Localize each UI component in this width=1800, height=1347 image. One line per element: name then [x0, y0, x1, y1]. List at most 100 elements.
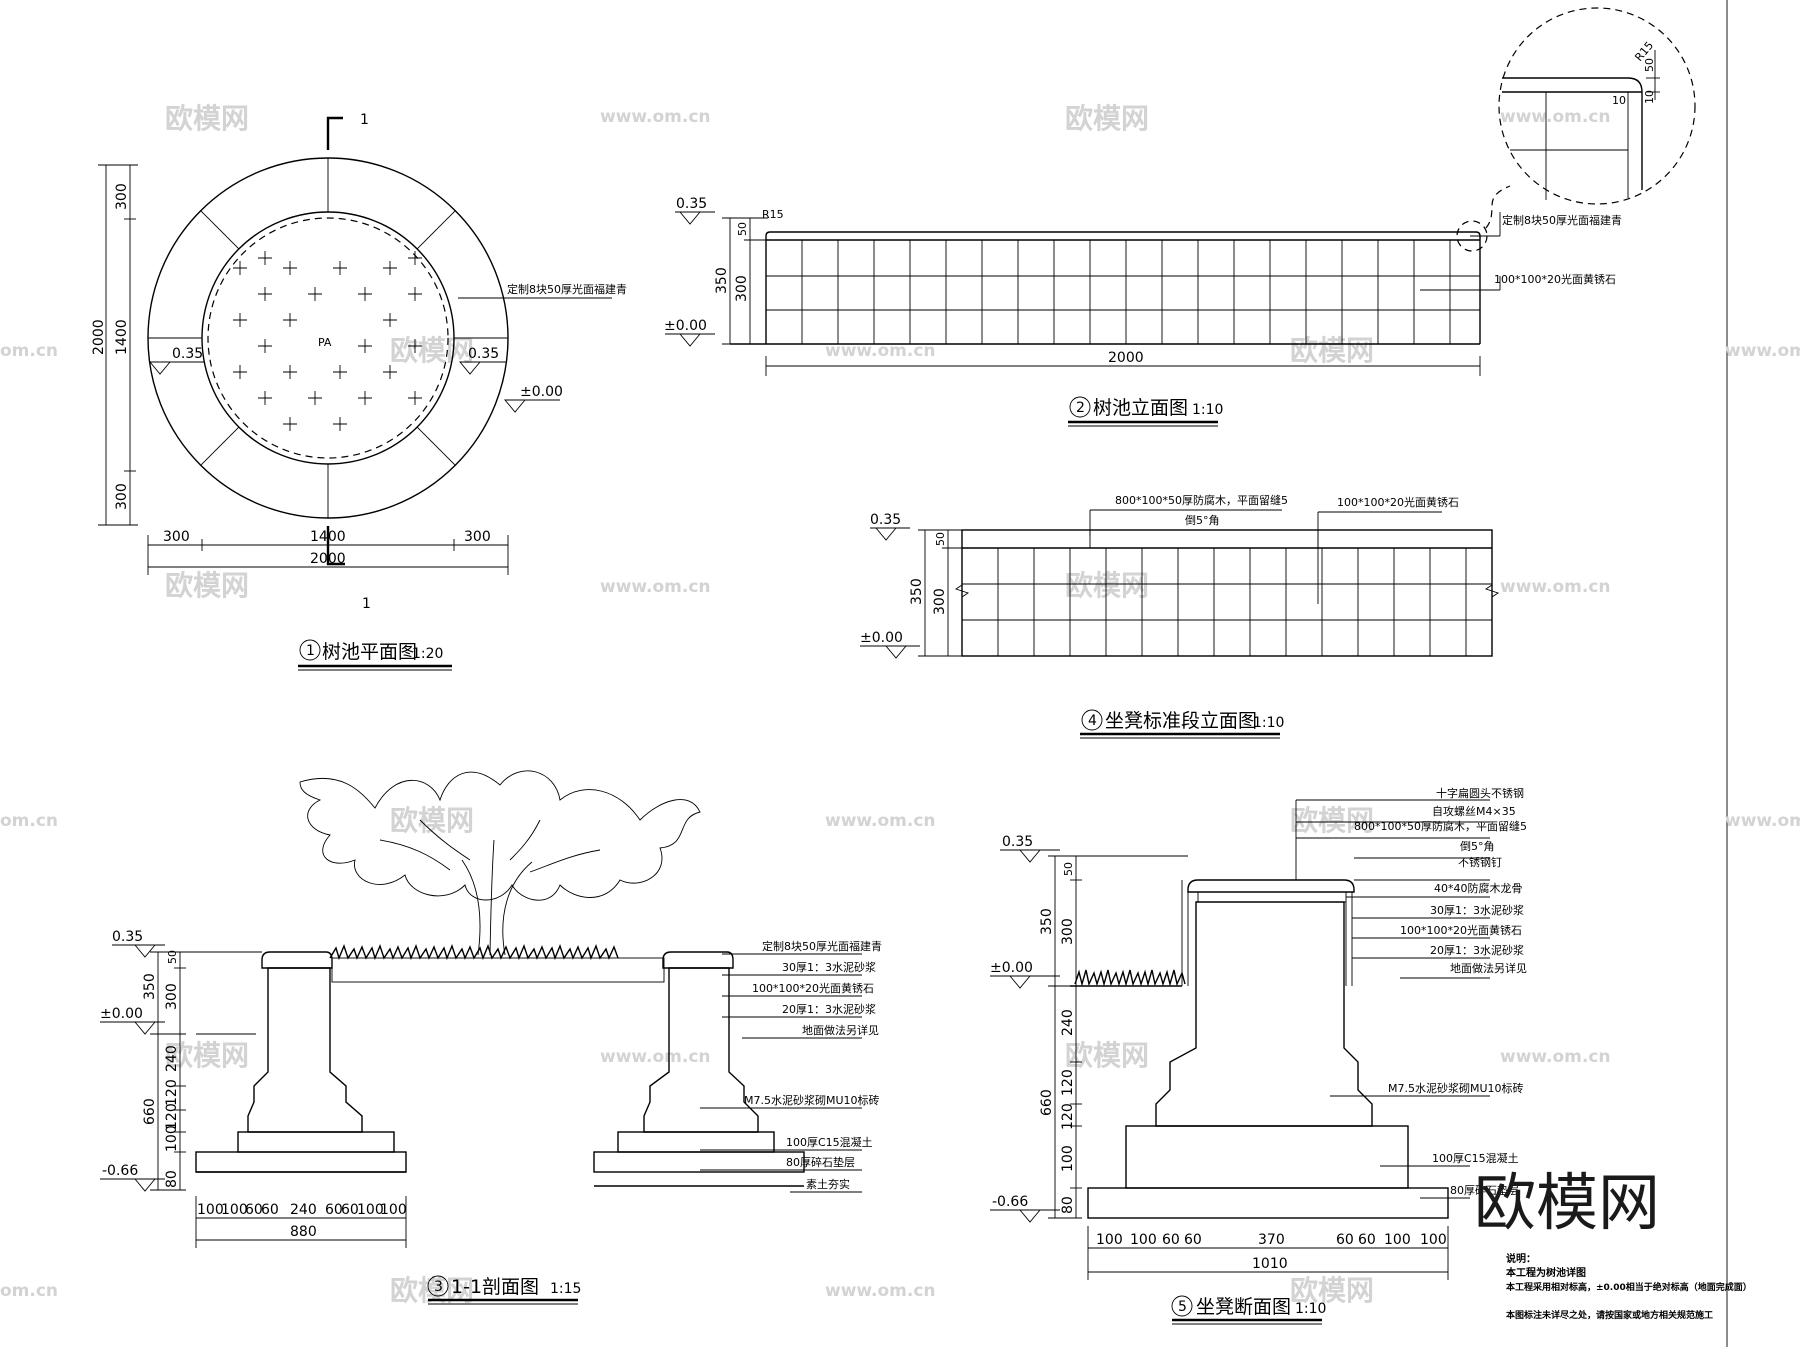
- section3-dim-h: 240: [290, 1202, 317, 1218]
- detail-dim: 50: [1643, 58, 1656, 72]
- watermark-brand: 欧模网: [390, 334, 474, 367]
- plan-dims-horizontal: [147, 535, 509, 575]
- section5-dim: 50: [1062, 862, 1075, 876]
- section3-elev-mark: [112, 944, 165, 958]
- section5-dims-horizontal: [1087, 1226, 1449, 1280]
- planting-cross: [358, 339, 372, 353]
- watermark-url: www.om.cn: [825, 341, 936, 361]
- section5-dim: 350: [1039, 908, 1055, 935]
- section5-title-scale: 1:10: [1295, 1301, 1326, 1317]
- watermark-url: www.om.cn: [600, 107, 711, 127]
- section5-dim: 120: [1060, 1103, 1076, 1130]
- plan-elev-b: 0.35: [468, 346, 499, 362]
- watermark-brand: 欧模网: [165, 102, 249, 135]
- section5-dim: 300: [1060, 918, 1076, 945]
- section5-dim-h: 60: [1162, 1232, 1180, 1248]
- plan-title-scale: 1:20: [412, 646, 443, 662]
- section5-note: 800*100*50厚防腐木，平面留缝5: [1354, 819, 1527, 833]
- section3-dim-h: 60: [245, 1202, 263, 1218]
- section3-elev-zero: ±0.00: [100, 1006, 143, 1022]
- planting-cross: [383, 261, 397, 275]
- section3-dim: 300: [164, 983, 180, 1010]
- elevation2-dim: 350: [714, 267, 730, 294]
- watermark-url: www.om.cn: [1500, 577, 1611, 597]
- section3-elev-mark: [100, 1178, 165, 1192]
- section5-elev-bottom: -0.66: [992, 1194, 1028, 1210]
- section5-note: 自攻螺丝M4×35: [1432, 804, 1516, 818]
- section3-note: 20厚1：3水泥砂浆: [782, 1002, 876, 1016]
- elevation4-title: 坐凳标准段立面图: [1105, 710, 1257, 732]
- section5-dim-h: 100: [1420, 1232, 1447, 1248]
- brand-watermark-large: 欧模网: [1474, 1166, 1660, 1239]
- detail-marker: [1456, 220, 1488, 252]
- watermark-url: www.om.cn: [600, 577, 711, 597]
- section5-note-leader: [1295, 799, 1490, 1199]
- section3-note: 100厚C15混凝土: [786, 1135, 873, 1149]
- section-cut-top: [326, 116, 343, 150]
- plan-callout-text: 定制8块50厚光面福建青: [507, 282, 627, 296]
- section5-dim: 120: [1060, 1069, 1076, 1096]
- section5-elev-mark: [990, 975, 1060, 989]
- section5-note: 100*100*20光面黄锈石: [1400, 923, 1522, 937]
- planting-cross: [283, 417, 297, 431]
- plan-title-bubble: [299, 639, 321, 661]
- section3-elev-top: 0.35: [112, 929, 143, 945]
- section5-note: 地面做法另详见: [1450, 961, 1527, 975]
- elevation2-elev-top: 0.35: [676, 196, 707, 212]
- section3-dims-vertical: [150, 951, 262, 1191]
- watermark-url: www.om.cn: [600, 1047, 711, 1067]
- section5-note: 不锈钢钉: [1458, 856, 1502, 869]
- section3-dim: 50: [166, 950, 179, 964]
- watermark-url: om.cn: [0, 1281, 58, 1301]
- section3-title-number: 3: [434, 1279, 443, 1295]
- legend-heading: 说明：: [1506, 1252, 1536, 1265]
- planting-cross: [283, 365, 297, 379]
- bench-tile-skin: [1181, 880, 1353, 986]
- bench-elevation: 0.35 ±0.00 50 300 350 800*100*50厚防腐木，平面留…: [860, 493, 1500, 739]
- pool-section: 0.35 ±0.00 -0.66 50 300 350 240 660 120 …: [100, 770, 882, 1305]
- section3-note-leader: [700, 953, 862, 1193]
- watermark-url: www.om.cn: [825, 1281, 936, 1301]
- elevation2-title-number: 2: [1076, 400, 1085, 416]
- planting-cross: [283, 313, 297, 327]
- planting-cross: [408, 287, 422, 301]
- watermark-url: www.om.cn: [1500, 1047, 1611, 1067]
- watermark-url: om.cn: [0, 811, 58, 831]
- plan-elevation-mark: [504, 399, 560, 413]
- planting-cross: [333, 365, 347, 379]
- elevation4-outline: [961, 529, 1493, 657]
- planting-cross: [383, 365, 397, 379]
- section3-dim-h: 100: [357, 1202, 384, 1218]
- watermark-brand: 欧模网: [165, 569, 249, 602]
- watermark-brand: 欧模网: [390, 1274, 474, 1307]
- section5-elev-top: 0.35: [1002, 834, 1033, 850]
- elevation4-dim: 350: [909, 578, 925, 605]
- elevation4-elev-base: ±0.00: [860, 630, 903, 646]
- section5-note: 100厚C15混凝土: [1432, 1151, 1519, 1165]
- section5-note: M7.5水泥砂浆砌MU10标砖: [1388, 1081, 1524, 1095]
- bench-section: 0.35 ±0.00 -0.66 50 300 350 240 660 120 …: [990, 786, 1527, 1325]
- planting-cross: [333, 417, 347, 431]
- section5-dim: 660: [1039, 1089, 1055, 1116]
- elevation4-callout-chamfer: 倒5°角: [1185, 514, 1220, 527]
- plan-dim-v: 300: [114, 183, 130, 210]
- section3-dim-h: 100: [197, 1202, 224, 1218]
- elevation4-elev-mark: [870, 527, 910, 541]
- legend-line: 本工程采用相对标高，±0.00相当于绝对标高（地面完成面）: [1506, 1281, 1752, 1293]
- section3-dim-h: 60: [261, 1202, 279, 1218]
- planting-cross: [283, 261, 297, 275]
- plan-dim-h: 300: [464, 529, 491, 545]
- elevation2-dim: 50: [736, 222, 749, 236]
- detail-enlargement: [1498, 7, 1696, 205]
- watermark-brand: 欧模网: [1290, 1274, 1374, 1307]
- section5-dim-h: 100: [1384, 1232, 1411, 1248]
- planting-cross: [333, 261, 347, 275]
- planting-cross: [233, 261, 247, 275]
- section3-title-bubble: [427, 1275, 449, 1297]
- plan-planting-edge: [207, 217, 449, 459]
- section3-note: 80厚碎石垫层: [786, 1155, 855, 1169]
- section5-dim-h: 60: [1358, 1232, 1376, 1248]
- planting-cross: [308, 287, 322, 301]
- elevation2-dim: 2000: [1108, 350, 1144, 366]
- planting-cross: [408, 339, 422, 353]
